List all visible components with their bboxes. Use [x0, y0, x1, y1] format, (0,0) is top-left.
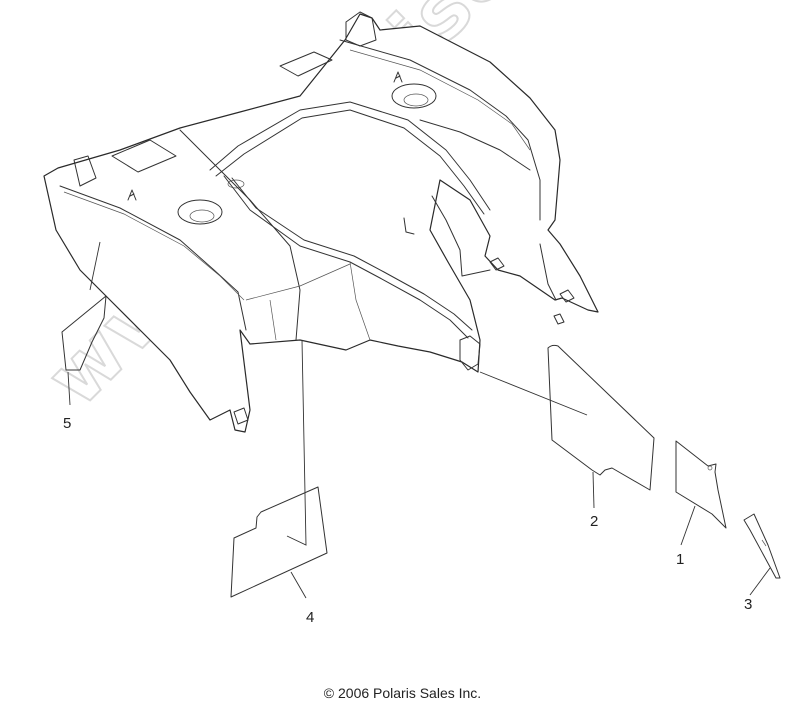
rear-fender-drawing: [43, 11, 599, 433]
callout-3: 3: [744, 596, 753, 613]
decal-5-drawing: [61, 241, 107, 406]
callout-2: 2: [590, 513, 599, 530]
callout-1: 1: [676, 551, 685, 568]
callout-5: 5: [63, 415, 72, 432]
callout-4: 4: [306, 609, 315, 626]
copyright-notice: © 2006 Polaris Sales Inc.: [323, 685, 482, 701]
decal-2-drawing: [479, 344, 655, 509]
decal-1-drawing: [675, 440, 727, 546]
decal-4-drawing: [230, 339, 328, 599]
decal-3-drawing: [743, 513, 781, 596]
